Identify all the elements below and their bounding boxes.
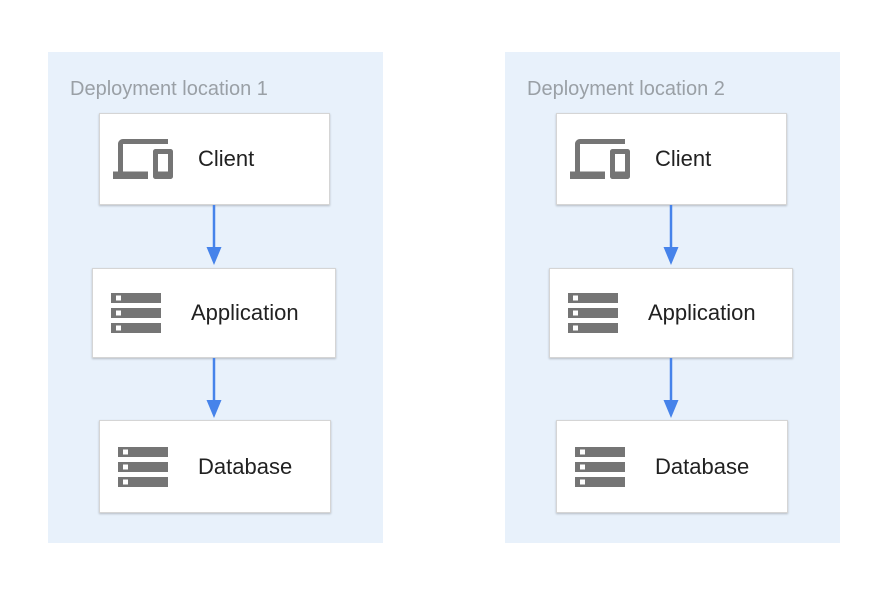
zone-title: Deployment location 1: [70, 78, 268, 100]
node-database: Database: [556, 420, 788, 513]
zone-deployment-location-1: Deployment location 1 Client Application: [48, 52, 383, 543]
zone-deployment-location-2: Deployment location 2 Client Application: [505, 52, 840, 543]
node-label: Client: [655, 146, 712, 171]
node-label: Application: [191, 300, 299, 325]
arrow-client-to-application: [206, 205, 222, 265]
arrow-application-to-database: [663, 358, 679, 418]
node-database: Database: [99, 420, 331, 513]
node-label: Database: [198, 453, 293, 479]
arrow-client-to-application: [663, 205, 679, 265]
storage-icon: [570, 437, 630, 497]
storage-icon: [113, 437, 173, 497]
node-application: Application: [549, 268, 793, 358]
node-label: Client: [198, 146, 255, 171]
zone-title: Deployment location 2: [527, 78, 725, 100]
storage-icon: [563, 283, 623, 343]
node-label: Database: [655, 453, 750, 479]
node-client: Client: [556, 113, 787, 205]
node-label: Application: [648, 300, 756, 325]
node-client: Client: [99, 113, 330, 205]
node-application: Application: [92, 268, 336, 358]
storage-icon: [106, 283, 166, 343]
devices-icon: [113, 129, 173, 189]
arrow-application-to-database: [206, 358, 222, 418]
devices-icon: [570, 129, 630, 189]
